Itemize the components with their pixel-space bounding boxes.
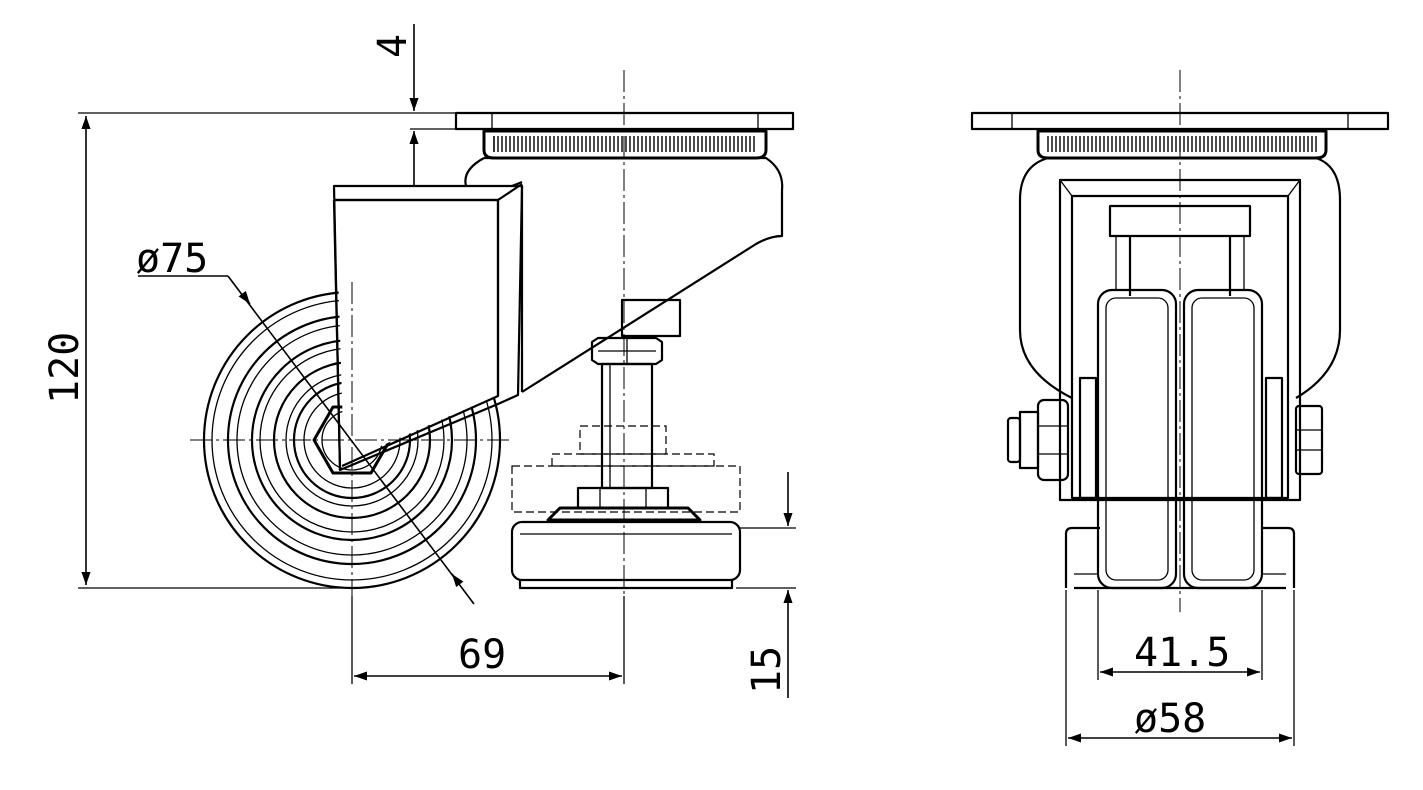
front-view: 41.5 ø58 bbox=[970, 70, 1390, 746]
leveling-foot bbox=[510, 298, 742, 590]
side-view: 3 bbox=[42, 24, 796, 698]
dim-plate-label: 4 bbox=[370, 34, 416, 58]
dim-offset-69: 69 bbox=[351, 596, 625, 684]
dim-foot-label: 15 bbox=[744, 646, 790, 694]
axle-bolt bbox=[1006, 398, 1070, 482]
dim-offset-label: 69 bbox=[458, 632, 506, 678]
dim-wheel-width: 41.5 bbox=[1097, 590, 1263, 680]
front-swivel-ring bbox=[1036, 129, 1328, 160]
axle-nut bbox=[1294, 404, 1324, 476]
dim-height-label: 120 bbox=[42, 332, 88, 404]
dim-foot-15: 15 bbox=[736, 472, 796, 698]
dim-wheel-width-label: 41.5 bbox=[1134, 630, 1230, 676]
front-fork bbox=[1018, 156, 1342, 502]
front-foot-base bbox=[1064, 526, 1296, 590]
dim-foot-diameter-label: ø58 bbox=[1134, 696, 1206, 742]
dim-foot-diameter: ø58 bbox=[1065, 590, 1295, 746]
dim-wheel-diameter: ø75 bbox=[136, 236, 475, 605]
dim-height-120: 120 bbox=[42, 112, 456, 589]
dim-plate-4: 4 bbox=[370, 24, 456, 186]
swivel-ring bbox=[482, 129, 768, 160]
dim-wheel-diameter-label: ø75 bbox=[136, 236, 208, 282]
